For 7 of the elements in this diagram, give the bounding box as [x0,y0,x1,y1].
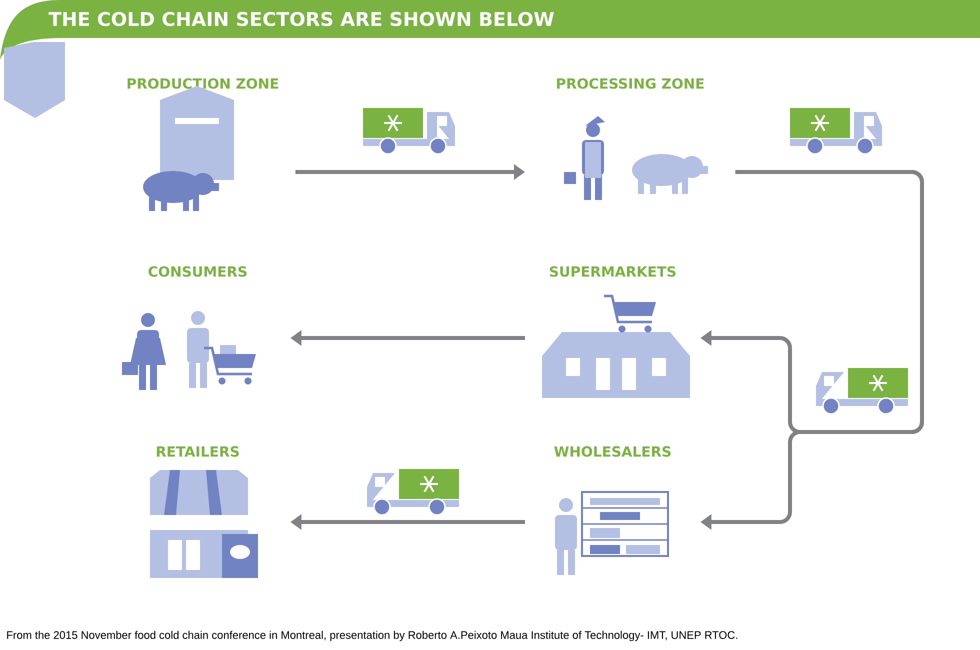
sector-heading: PROCESSING ZONE [557,78,704,89]
sector-heading: WHOLESALERS [554,446,671,457]
sector-heading: CONSUMERS [148,266,247,277]
sector-heading: RETAILERS [156,446,239,457]
sector-heading: SUPERMARKETS [550,266,676,277]
sector-heading: PRODUCTION ZONE [128,78,278,89]
caption: From the 2015 November food cold chain conference in Montreal, presentation by Roberto A.Peixoto Maua Institute of Technology- IMT, UNEP RTOC. [7,630,738,642]
